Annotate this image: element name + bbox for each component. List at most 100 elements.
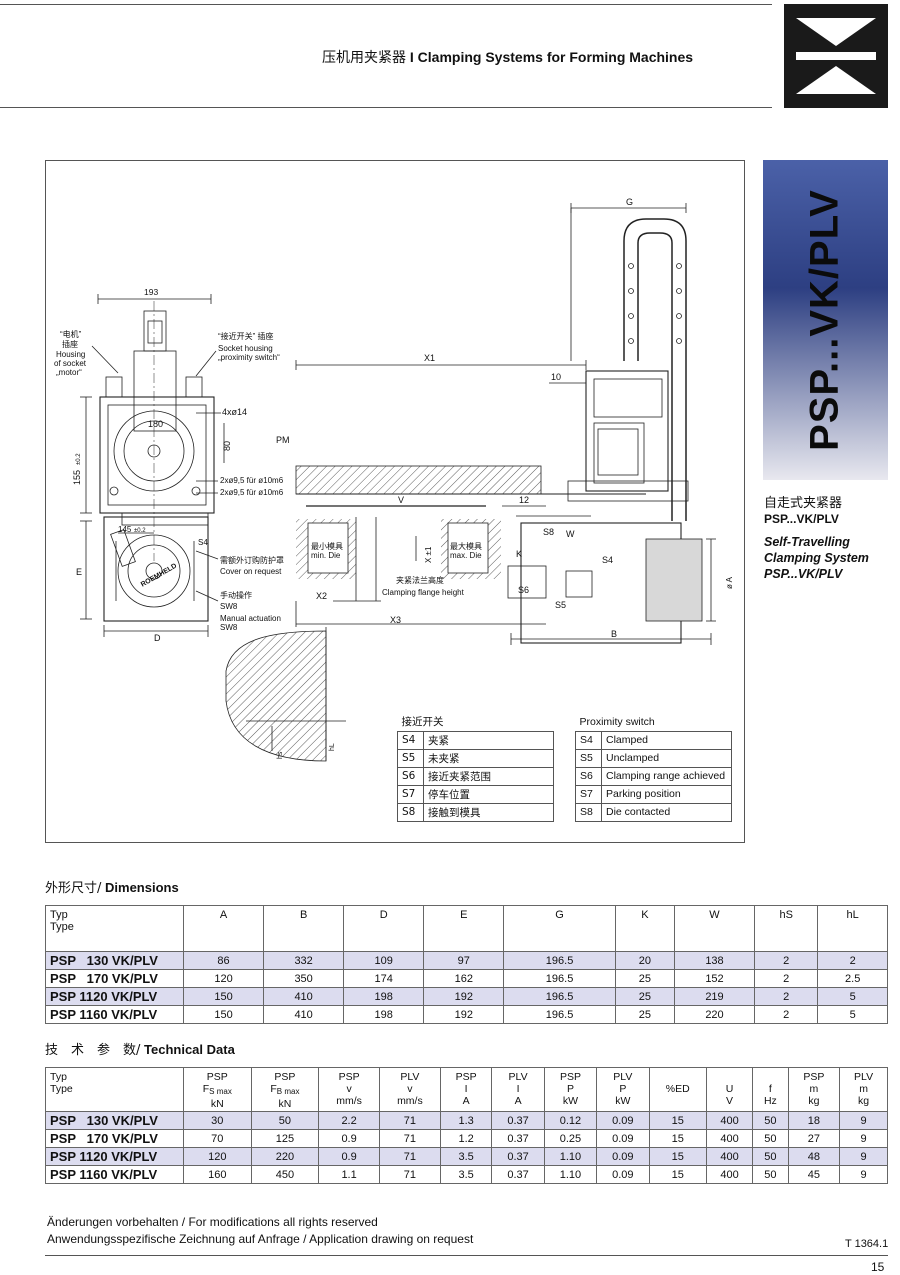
type-header-line2: Type <box>50 921 74 933</box>
pin2-label: 2xø9,5 für ø10m6 <box>220 488 284 497</box>
product-banner: PSP...VK/PLV <box>763 160 888 480</box>
prox-code: S7 <box>575 784 602 804</box>
value-cell: 50 <box>250 1111 320 1130</box>
column-header-symbol: v <box>346 1083 352 1095</box>
product-title-en-line1: Self-Travelling <box>764 535 850 549</box>
flange-cn-label: 夹紧法兰高度 <box>396 575 444 585</box>
value-cell: 410 <box>263 987 345 1006</box>
value-cell: 198 <box>343 1005 425 1024</box>
value-cell: 2 <box>754 987 819 1006</box>
proximity-table-cn-title: 接近开关 <box>397 713 554 732</box>
model-name-cell: PSP 1120 VK/PLV <box>45 1147 184 1166</box>
value-cell: 196.5 <box>503 987 616 1006</box>
value-cell: 192 <box>423 1005 505 1024</box>
value-cell: 50 <box>752 1147 789 1166</box>
x3-label: X3 <box>390 615 401 625</box>
column-header-unit: A <box>462 1095 470 1107</box>
value-cell: 138 <box>673 951 756 970</box>
value-cell: 2.5 <box>817 969 888 988</box>
manual-sw8b-label: SW8 <box>220 623 238 632</box>
value-cell: 27 <box>787 1129 841 1148</box>
value-cell: 70 <box>183 1129 252 1148</box>
dim-e-label: E <box>76 567 82 577</box>
dim-80-label: 80 <box>222 441 232 451</box>
x-tolerance-label: X ±1 <box>424 546 433 563</box>
value-cell: 3.5 <box>439 1147 493 1166</box>
value-cell: 150 <box>182 1005 265 1024</box>
product-title-en-line2: Clamping System <box>764 551 869 565</box>
prox-text: Clamping range achieved <box>601 766 732 786</box>
value-cell: 220 <box>250 1147 320 1166</box>
value-cell: 120 <box>183 1147 252 1166</box>
x1-label: X1 <box>424 353 435 363</box>
column-header-line1: PSP <box>206 1071 228 1083</box>
technical-heading-cn: 技 术 参 数/ <box>45 1043 141 1058</box>
motor-socket-en2-label: of socket <box>54 359 87 368</box>
value-cell: 5 <box>817 1005 888 1024</box>
g-label: G <box>626 197 633 207</box>
column-header: %ED <box>648 1067 707 1112</box>
footnote-application: Anwendungsspezifische Zeichnung auf Anfr… <box>47 1232 474 1246</box>
dim-145-label: 145 <box>118 525 132 534</box>
footnote-modifications: Änderungen vorbehalten / For modificatio… <box>47 1215 378 1229</box>
dimensions-table: Typ Type A B D E G K W hS hL PSP 130 VK/… <box>45 905 888 1024</box>
s4-label-left: S4 <box>198 538 208 547</box>
column-header-line2: v <box>321 1083 377 1095</box>
motor-socket-cn2-label: 插座 <box>62 339 78 349</box>
value-cell: 1.1 <box>318 1165 380 1184</box>
type-header: Typ Type <box>45 905 184 952</box>
value-cell: 15 <box>648 1111 707 1130</box>
dim-155-label: 155 <box>72 470 82 485</box>
column-header-symbol: I <box>516 1083 520 1095</box>
column-header: hS <box>754 905 819 952</box>
tol-155-label: ±0.2 <box>76 453 82 465</box>
dimensions-heading: 外形尺寸/ Dimensions <box>45 877 179 896</box>
value-cell: 71 <box>379 1147 441 1166</box>
column-header-line2: m <box>842 1083 885 1095</box>
drawing-labels: 193 “电机” 插座 Housing of socket „motor“ “接… <box>54 197 734 759</box>
column-header-subscript: S max <box>209 1087 232 1096</box>
press-bed-section <box>225 360 646 762</box>
manual-cn-label: 手动操作 <box>220 590 252 600</box>
column-header: A <box>182 905 265 952</box>
technical-drawing: 193 “电机” 插座 Housing of socket „motor“ “接… <box>45 160 745 843</box>
value-cell: 2 <box>754 969 819 988</box>
prox-text: 接近夹紧范围 <box>423 766 554 786</box>
company-logo <box>784 4 888 108</box>
value-cell: 0.37 <box>491 1111 545 1130</box>
value-cell: 0.37 <box>491 1129 545 1148</box>
dim-12-label: 12 <box>519 495 529 505</box>
column-header-line1: PLV <box>400 1071 420 1083</box>
value-cell: 30 <box>183 1111 252 1130</box>
prox-text: 未夹紧 <box>423 748 554 768</box>
value-cell: 15 <box>648 1147 707 1166</box>
prox-socket-en1-label: Socket housing <box>218 344 273 353</box>
model-name-cell: PSP 170 VK/PLV <box>45 969 184 988</box>
pm-label: PM <box>276 435 290 445</box>
value-cell: 50 <box>752 1111 789 1130</box>
type-header-line1: Typ <box>50 1071 67 1083</box>
column-header-line2: U <box>709 1083 750 1095</box>
column-header-line1: PLV <box>508 1071 528 1083</box>
value-cell: 50 <box>752 1165 789 1184</box>
prox-code: S5 <box>397 748 424 768</box>
value-cell: 220 <box>673 1005 756 1024</box>
model-name-cell: PSP 170 VK/PLV <box>45 1129 184 1148</box>
technical-heading: 技 术 参 数/ Technical Data <box>45 1039 235 1058</box>
column-header-symbol: F <box>202 1083 210 1095</box>
footer-rule <box>45 1255 888 1256</box>
